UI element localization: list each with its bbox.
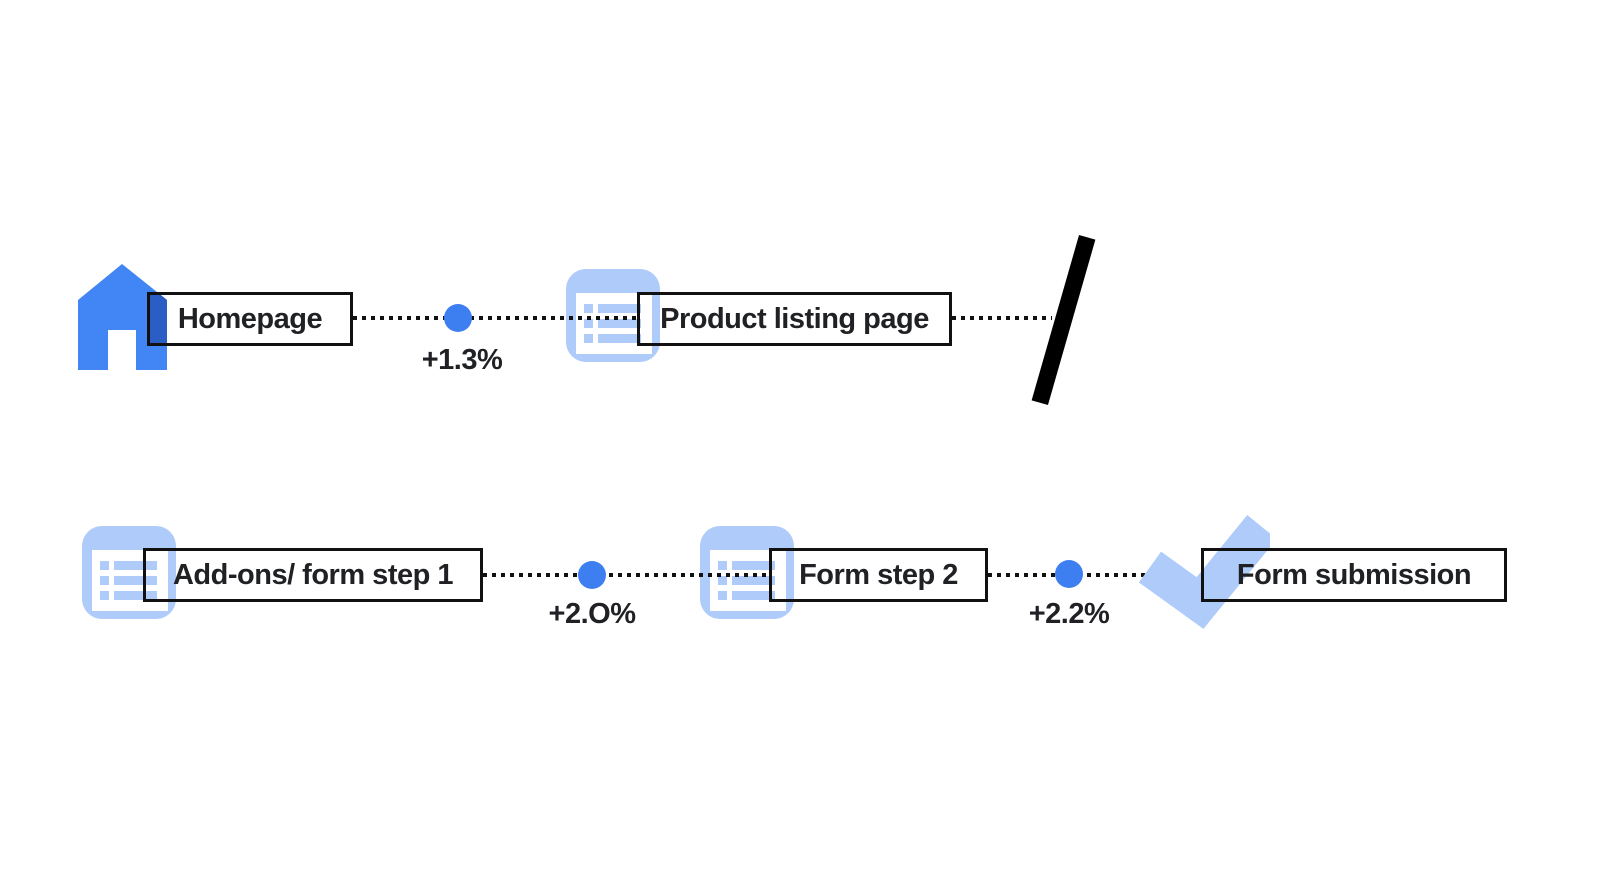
step-label-addons: Add-ons/ form step 1 — [172, 558, 454, 591]
step-box-homepage: Homepage — [147, 292, 353, 346]
step-box-form-step-2: Form step 2 — [769, 548, 988, 602]
step-label-product-listing: Product listing page — [660, 302, 929, 335]
conversion-lift-dot — [578, 561, 606, 589]
conversion-lift-dot — [444, 304, 472, 332]
step-label-homepage: Homepage — [177, 302, 323, 335]
connector-line — [483, 573, 769, 577]
list-icon-sheet — [92, 550, 168, 611]
conversion-lift-label: +2.O% — [548, 598, 636, 630]
conversion-lift-label: +2.2% — [1028, 598, 1110, 630]
step-label-form-step-2: Form step 2 — [799, 558, 958, 591]
home-icon-shade — [150, 292, 167, 346]
check-icon — [1138, 514, 1270, 629]
conversion-lift-dot — [1055, 560, 1083, 588]
connector-line — [952, 316, 1052, 320]
break-slash-icon — [1031, 234, 1096, 406]
step-box-form-submission: Form submission — [1201, 548, 1507, 602]
step-box-addons: Add-ons/ form step 1 — [143, 548, 483, 602]
connector-line — [353, 316, 637, 320]
conversion-lift-label: +1.3% — [421, 344, 503, 376]
step-label-form-submission: Form submission — [1236, 558, 1472, 591]
step-box-product-listing: Product listing page — [637, 292, 952, 346]
list-icon — [82, 526, 176, 619]
